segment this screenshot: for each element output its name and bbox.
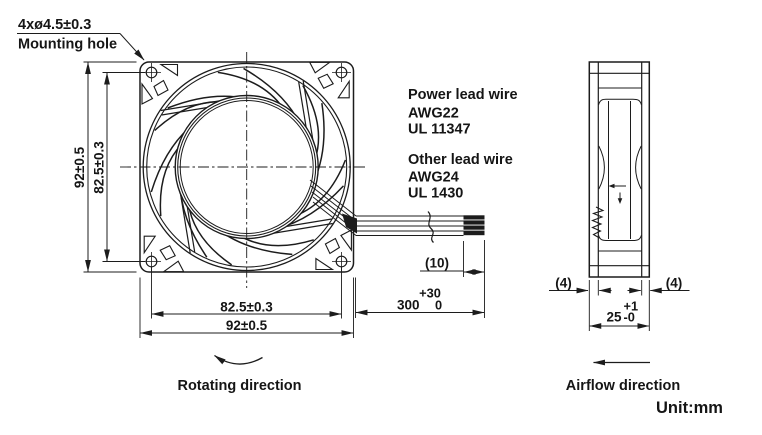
dim-wire-length-tol-upper: +30 <box>419 286 441 301</box>
front-view <box>120 50 485 288</box>
rotating-direction-arrow <box>214 354 263 365</box>
power-lead-awg: AWG22 <box>408 106 459 122</box>
dim-depth-tol-upper: +1 <box>624 299 639 314</box>
dim-wire-length-tol-lower: 0 <box>435 298 442 313</box>
mounting-hole-callout: 4xø4.5±0.3 Mounting hole <box>17 17 145 61</box>
centerlines <box>120 52 368 288</box>
airflow-direction: Airflow direction <box>566 359 680 394</box>
power-lead-ul: UL 11347 <box>408 122 471 138</box>
dim-hole-pitch-vertical: 82.5±0.3 <box>92 141 107 194</box>
front-dimensions: 92±0.5 82.5±0.3 82.5±0.3 92±0.5 (10) 300… <box>72 61 485 338</box>
callout-leader-arrow <box>119 33 145 61</box>
rotating-direction: Rotating direction <box>177 354 302 394</box>
molded-rotation-arrow <box>617 192 623 204</box>
lead-wire-notes: Power lead wire AWG22 UL 11347 Other lea… <box>408 87 518 202</box>
side-lead-wires <box>590 206 605 239</box>
dim-hole-pitch-horizontal: 82.5±0.3 <box>220 300 273 315</box>
rotating-direction-label: Rotating direction <box>177 378 301 394</box>
dim-depth-tol-lower: -0 <box>624 310 635 325</box>
impeller <box>133 50 362 274</box>
power-lead-title: Power lead wire <box>408 87 518 103</box>
wire-break-mark <box>427 211 434 243</box>
dim-wire-length: 300 <box>397 298 420 313</box>
other-lead-awg: AWG24 <box>408 170 459 186</box>
unit-label: Unit:mm <box>656 399 723 417</box>
side-view <box>588 61 651 278</box>
mounting-hole-label: Mounting hole <box>18 37 117 53</box>
other-lead-ul: UL 1430 <box>408 186 463 202</box>
dim-front-width: 92±0.5 <box>226 318 268 333</box>
dim-flange-right: (4) <box>666 276 683 291</box>
dim-flange-left: (4) <box>555 276 572 291</box>
other-lead-title: Other lead wire <box>408 152 513 168</box>
lead-wires <box>309 179 485 243</box>
dim-depth: 25 <box>606 310 622 325</box>
dim-front-height: 92±0.5 <box>72 146 87 188</box>
dim-wire-strip: (10) <box>425 256 449 271</box>
wire-stripped-ends <box>463 215 485 236</box>
molded-airflow-arrow <box>608 183 626 189</box>
mounting-hole-spec: 4xø4.5±0.3 <box>18 17 91 33</box>
side-dimensions: (4) (4) 25 +1 -0 <box>549 276 690 331</box>
airflow-direction-label: Airflow direction <box>566 378 680 394</box>
